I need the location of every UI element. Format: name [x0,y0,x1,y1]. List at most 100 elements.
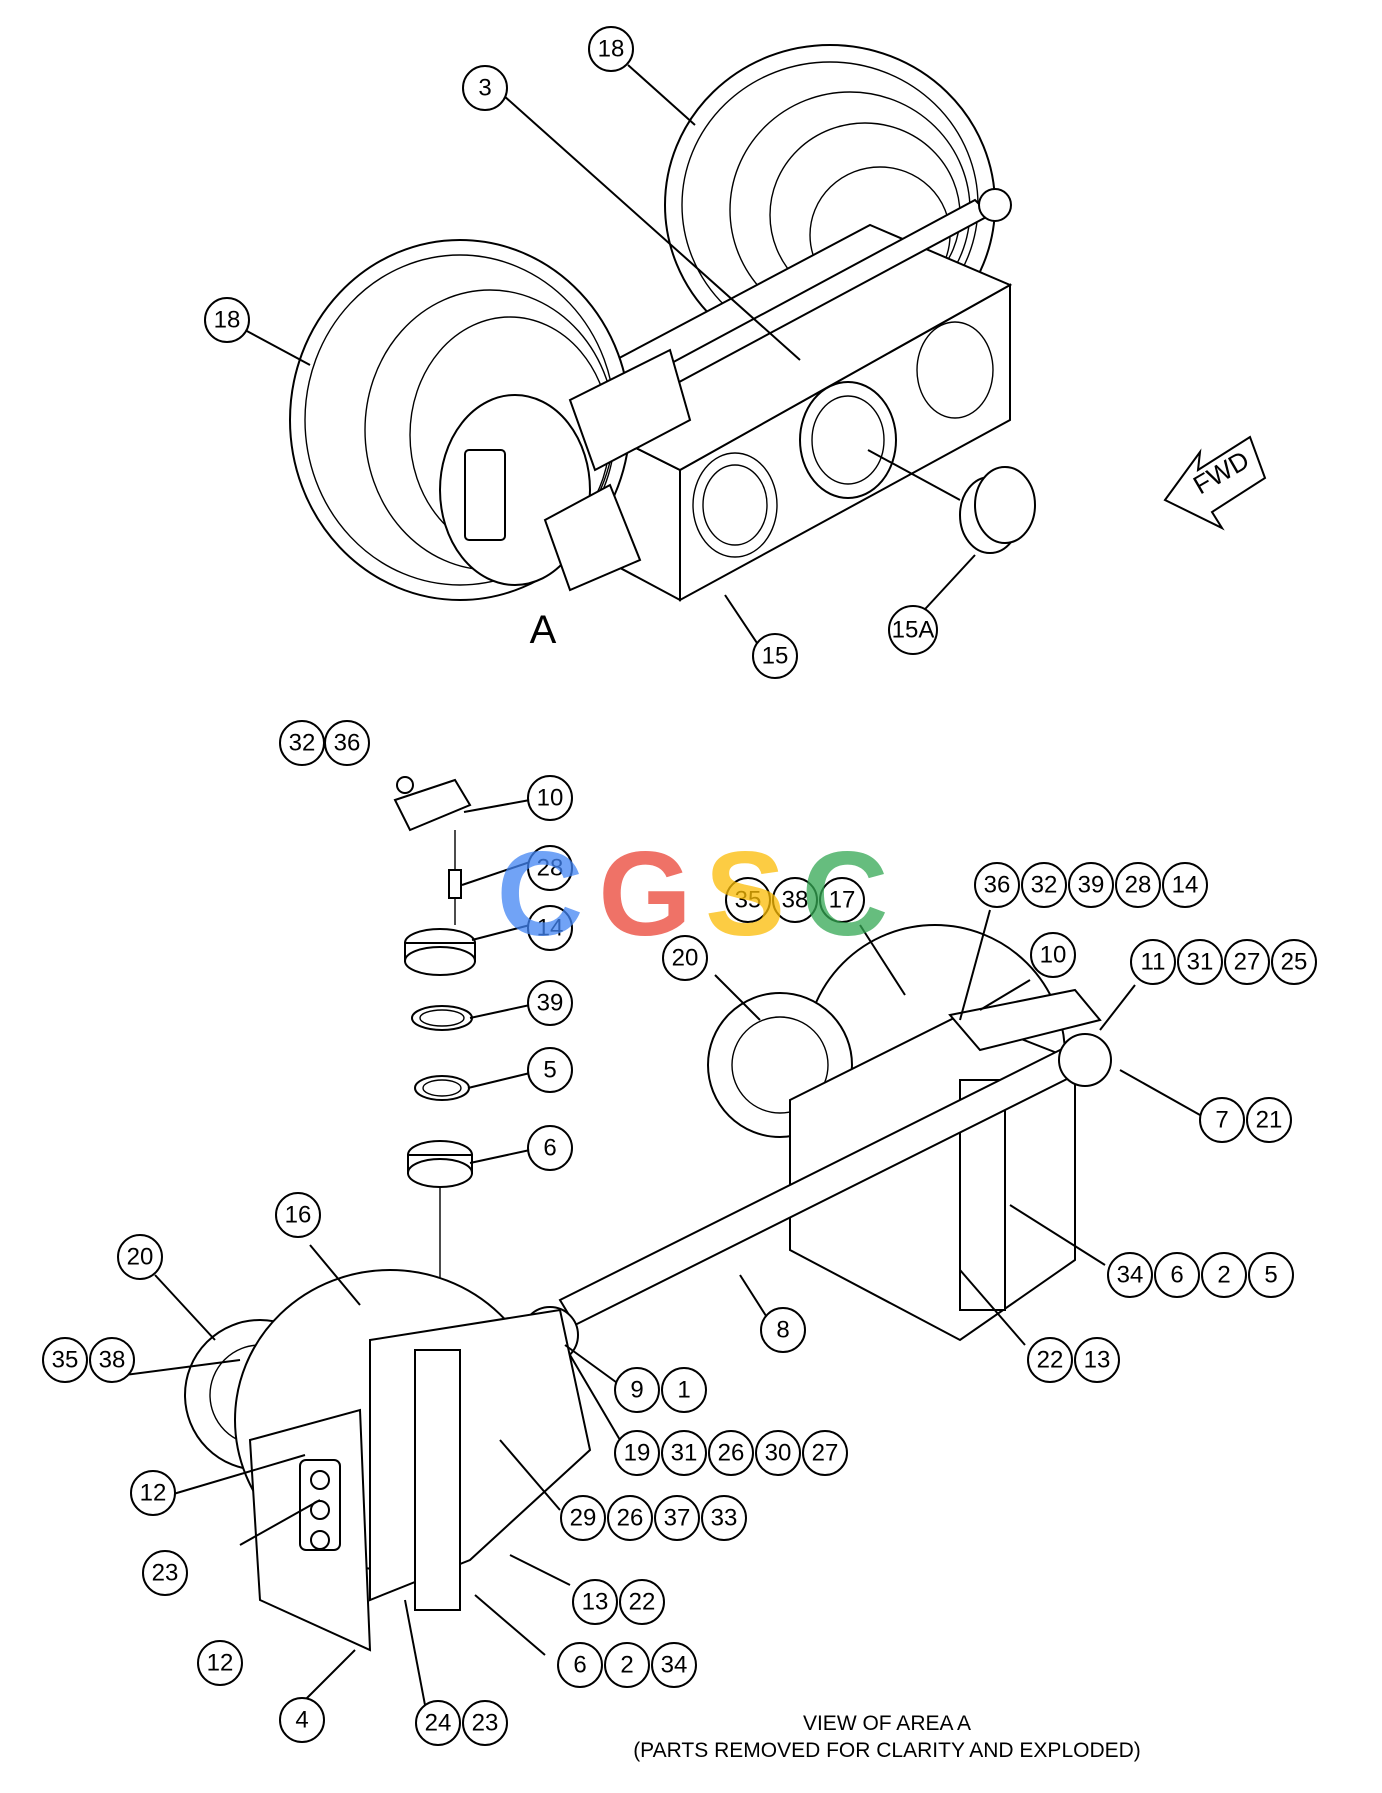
callout: 16 [275,1192,321,1238]
svg-text:7: 7 [1215,1107,1228,1134]
svg-text:2: 2 [1217,1262,1230,1289]
svg-text:33: 33 [711,1505,738,1532]
callout: 23 [142,1550,188,1596]
callout: 39 [1068,862,1114,908]
svg-text:15: 15 [762,643,789,670]
callout: 38 [89,1337,135,1383]
callout: 4 [279,1697,325,1743]
callout: 2 [604,1642,650,1688]
watermark-letter: S [705,827,785,961]
callout: 10 [1030,932,1076,978]
fwd-arrow: FWD [1163,435,1267,531]
callout: 23 [462,1700,508,1746]
callout: 25 [1271,939,1317,985]
svg-text:23: 23 [152,1560,179,1587]
svg-text:1: 1 [677,1377,690,1404]
svg-text:12: 12 [207,1650,234,1677]
svg-text:23: 23 [472,1710,499,1737]
svg-text:27: 27 [812,1440,839,1467]
svg-text:30: 30 [765,1440,792,1467]
watermark-letter: G [598,827,691,961]
callout: 20 [117,1234,163,1280]
svg-text:12: 12 [140,1480,167,1507]
callout: 28 [527,845,573,891]
linkage-bar [543,188,1012,592]
svg-text:37: 37 [664,1505,691,1532]
callout: 35 [42,1337,88,1383]
svg-text:5: 5 [1264,1262,1277,1289]
svg-text:22: 22 [1037,1347,1064,1374]
svg-text:39: 39 [537,990,564,1017]
callout: 12 [130,1470,176,1516]
svg-text:17: 17 [829,887,856,914]
svg-text:35: 35 [735,887,762,914]
callout: 26 [708,1430,754,1476]
callout: 29 [560,1495,606,1541]
svg-text:19: 19 [624,1440,651,1467]
callout: 31 [661,1430,707,1476]
callout: 5 [527,1047,573,1093]
svg-text:36: 36 [984,872,1011,899]
svg-text:13: 13 [1084,1347,1111,1374]
left-hub-assembly [184,1269,592,1652]
callout: 5 [1248,1252,1294,1298]
callout: 35 [725,877,771,923]
svg-text:25: 25 [1281,949,1308,976]
callout: 8 [760,1307,806,1353]
svg-text:18: 18 [598,36,625,63]
svg-text:34: 34 [1117,1262,1144,1289]
callout: 19 [614,1430,660,1476]
callout: 6 [557,1642,603,1688]
callout: 17 [819,877,865,923]
area-label: A [530,608,557,652]
svg-text:6: 6 [573,1652,586,1679]
svg-text:38: 38 [99,1347,126,1374]
svg-text:26: 26 [617,1505,644,1532]
callout: 34 [651,1642,697,1688]
callout: 32 [1021,862,1067,908]
callout: 30 [755,1430,801,1476]
svg-text:8: 8 [776,1317,789,1344]
callout: 39 [527,980,573,1026]
callout: 22 [619,1579,665,1625]
callout: 6 [1154,1252,1200,1298]
svg-text:36: 36 [334,730,361,757]
svg-text:32: 32 [1031,872,1058,899]
svg-text:28: 28 [1125,872,1152,899]
svg-text:31: 31 [671,1440,698,1467]
callout: 13 [572,1579,618,1625]
callout: 15A [888,605,938,655]
exploded-stack [393,776,476,1330]
callout: 11 [1130,939,1176,985]
callout: 28 [1115,862,1161,908]
detail-assembly-drawing: 32 36 10 28 14 39 5 6 35 38 17 36 32 39 … [42,720,1317,1762]
callout: 12 [197,1640,243,1686]
callout: 37 [654,1495,700,1541]
svg-text:26: 26 [718,1440,745,1467]
svg-text:6: 6 [1170,1262,1183,1289]
svg-text:4: 4 [295,1707,308,1734]
callout: 36 [974,862,1020,908]
callout: 33 [701,1495,747,1541]
svg-text:39: 39 [1078,872,1105,899]
callout: 18 [204,297,250,343]
callout: 7 [1199,1097,1245,1143]
callout: 18 [588,26,634,72]
front-roller [289,239,631,601]
svg-text:38: 38 [782,887,809,914]
svg-text:11: 11 [1141,949,1166,976]
svg-text:16: 16 [285,1202,312,1229]
svg-text:29: 29 [570,1505,597,1532]
callout: 21 [1246,1097,1292,1143]
callout: 14 [1162,862,1208,908]
callout: 3 [462,65,508,111]
caption-note: (PARTS REMOVED FOR CLARITY AND EXPLODED) [633,1739,1141,1762]
svg-text:28: 28 [537,855,564,882]
callout: 9 [614,1367,660,1413]
svg-text:22: 22 [629,1589,656,1616]
callout: 2 [1201,1252,1247,1298]
callout: 22 [1027,1337,1073,1383]
svg-text:13: 13 [582,1589,609,1616]
svg-text:35: 35 [52,1347,79,1374]
